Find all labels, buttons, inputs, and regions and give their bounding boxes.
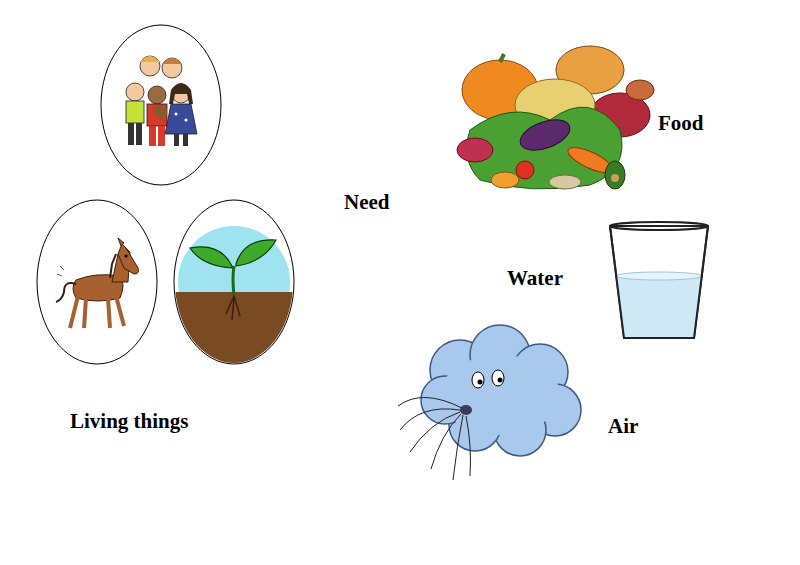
label-text: Need bbox=[344, 191, 390, 214]
label-text: Air bbox=[608, 415, 638, 438]
label-text: Living things bbox=[70, 410, 188, 433]
people-picture bbox=[101, 25, 221, 185]
horse-picture bbox=[37, 200, 157, 364]
label-text: Water bbox=[507, 267, 563, 290]
water-glass-picture bbox=[610, 222, 708, 338]
label-text: Food bbox=[658, 112, 704, 135]
food-picture bbox=[457, 46, 654, 189]
air-cloud-picture bbox=[398, 325, 581, 480]
plant-picture bbox=[170, 200, 300, 372]
